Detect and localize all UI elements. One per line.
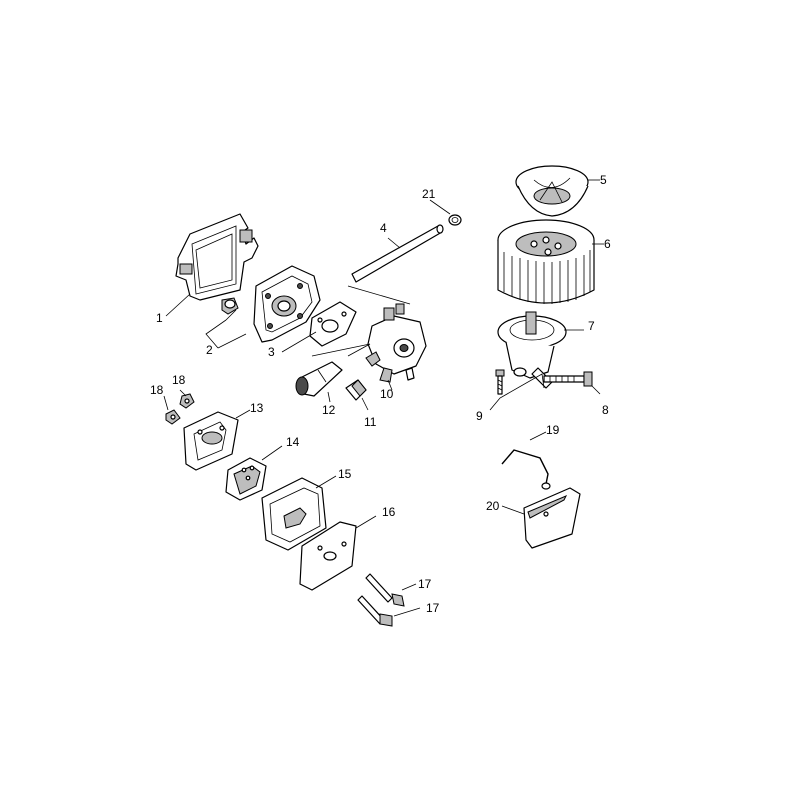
label-part-20: 20 — [486, 499, 500, 513]
part-8-bolt — [543, 371, 593, 387]
part-4-rod — [351, 224, 444, 283]
label-part-3: 3 — [268, 345, 275, 359]
part-10-carburetor — [365, 303, 427, 383]
part-15-muffler — [261, 477, 327, 551]
label-part-6: 6 — [604, 237, 611, 251]
label-part-17-upper: 17 — [418, 577, 432, 591]
label-part-1: 1 — [156, 311, 163, 325]
part-13-exhaust-plate — [183, 411, 239, 471]
part-16-shield-plate — [299, 521, 357, 591]
part-19-wire-bracket — [501, 449, 551, 490]
part-11-fitting — [345, 379, 367, 401]
part-18-nuts — [165, 393, 195, 425]
label-part-21: 21 — [422, 187, 436, 201]
label-part-5: 5 — [600, 173, 607, 187]
label-part-7: 7 — [588, 319, 595, 333]
part-5-cap — [515, 165, 589, 217]
label-part-18-upper: 18 — [172, 373, 186, 387]
label-part-8: 8 — [602, 403, 609, 417]
label-part-14: 14 — [286, 435, 300, 449]
part-12-intake-tube — [295, 361, 343, 397]
part-21-nut — [448, 214, 462, 226]
leader-lines — [163, 179, 604, 617]
label-part-4: 4 — [380, 221, 387, 235]
part-9-screw — [495, 369, 505, 395]
label-part-9: 9 — [476, 409, 483, 423]
part-3-gasket — [309, 301, 357, 347]
part-6-air-filter — [497, 219, 595, 304]
part-labels: 1 2 3 4 5 6 7 8 9 10 11 12 13 14 15 16 1… — [150, 173, 611, 615]
label-part-13: 13 — [250, 401, 264, 415]
part-17-bolt-upper — [365, 573, 405, 607]
label-part-2: 2 — [206, 343, 213, 357]
part-7-filter-base — [497, 311, 567, 389]
label-part-15: 15 — [338, 467, 352, 481]
part-flange-block — [253, 265, 321, 343]
label-part-11: 11 — [364, 415, 377, 429]
part-14-spacer — [225, 457, 267, 501]
label-part-16: 16 — [382, 505, 396, 519]
label-part-12: 12 — [322, 403, 336, 417]
part-20-bracket-plate — [523, 487, 581, 549]
label-part-19: 19 — [546, 423, 560, 437]
label-part-10: 10 — [380, 387, 394, 401]
label-part-17-lower: 17 — [426, 601, 440, 615]
part-2-plug — [221, 297, 239, 315]
part-1-frame — [175, 213, 259, 301]
part-17-bolt-lower — [357, 595, 393, 627]
label-part-18-lower: 18 — [150, 383, 164, 397]
